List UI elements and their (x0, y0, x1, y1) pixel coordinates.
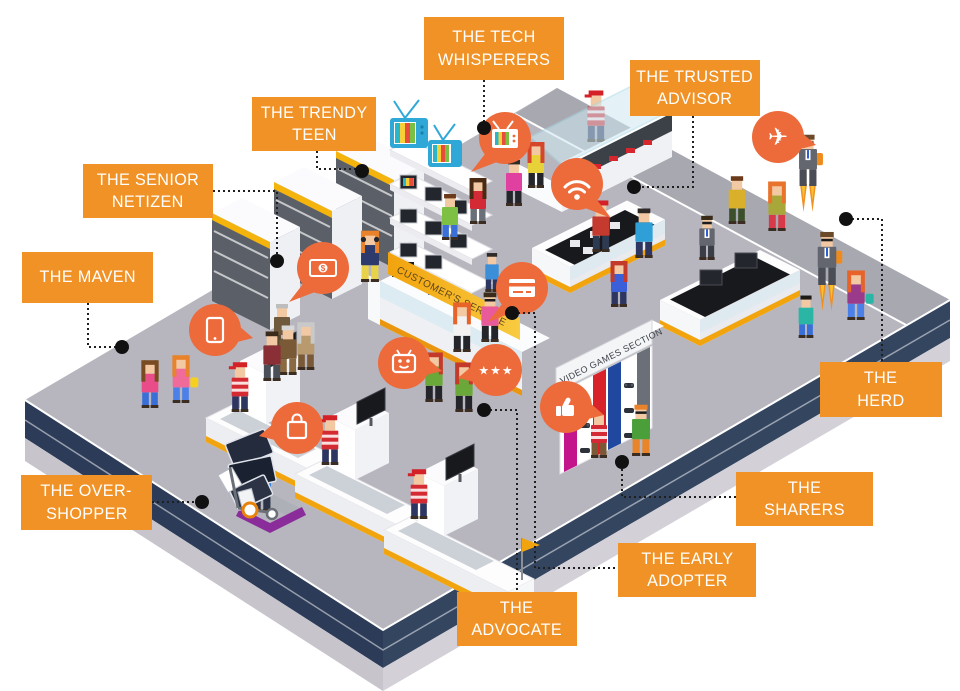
hand-bag (865, 293, 874, 304)
cap (588, 90, 604, 96)
person-maven-girl-2 (172, 355, 199, 403)
jetpack (835, 250, 843, 264)
leader-dot-early-adopter (505, 306, 519, 320)
leader-line-herd (852, 218, 883, 362)
leader-line-trendy-teen (316, 151, 356, 170)
leader-dot-trendy-teen (355, 164, 369, 178)
svg-text:✈: ✈ (768, 123, 788, 151)
headphones (360, 236, 367, 243)
cap (322, 415, 338, 421)
person-tv-browser-2 (469, 178, 487, 224)
person-senior-netizen-woman (297, 322, 315, 370)
person-herd-girl (768, 181, 786, 231)
svg-text:$: $ (321, 264, 326, 273)
leader-dot-senior-netizen (270, 254, 284, 268)
person-cashier-3 (407, 469, 428, 519)
credit-card-icon (488, 262, 548, 322)
glasses (635, 411, 647, 414)
jetpack (815, 153, 823, 166)
overloaded-trolley (217, 428, 279, 521)
person-cashier-2 (318, 415, 339, 465)
glasses (821, 238, 833, 242)
glasses (484, 298, 496, 302)
leader-line-senior-netizen (213, 190, 278, 255)
leader-dot-trusted-advisor (627, 180, 641, 194)
person-herd-flyer-1 (799, 134, 823, 212)
person-sharer-hoodie-guy (632, 404, 650, 456)
airplane-icon: ✈ (752, 111, 816, 163)
person-herd-boy (728, 176, 746, 224)
hand-bag (190, 377, 199, 388)
person-kid-backpack (485, 253, 499, 292)
person-laptop-demo-woman (453, 302, 471, 352)
person-advised-customer (635, 208, 653, 258)
register-monitor (445, 443, 475, 481)
person-cashier-1 (228, 362, 249, 412)
cap (232, 362, 248, 368)
laptop-display-counter (660, 250, 800, 346)
person-trendy-teen (360, 230, 380, 282)
tablet-icon (189, 304, 253, 356)
person-early-adopter-hipster (481, 292, 499, 342)
leader-dot-maven (115, 340, 129, 354)
register-monitor (356, 387, 386, 425)
person-herd-flyer-2 (817, 231, 843, 311)
leader-dot-sharers (615, 455, 629, 469)
leader-dot-over-shopper (195, 495, 209, 509)
cap (593, 200, 609, 206)
person-maven-girl-1 (141, 360, 159, 408)
shopping-bag-icon (259, 402, 323, 454)
retro-tv-sets (390, 99, 462, 167)
person-kid-teal (798, 295, 814, 338)
leader-line-advocate (490, 409, 518, 592)
smiley-tv-icon (378, 337, 442, 389)
fixtures: CUSTOMER'S SERVICE VIDEO GAMES SECTION (204, 81, 800, 616)
person-herd-redhead (847, 270, 874, 320)
svg-text:★★★: ★★★ (478, 364, 513, 378)
person-appliance-staff (263, 331, 281, 381)
checkout-lane (382, 443, 540, 616)
lane-flag (522, 538, 540, 552)
person-tech-whisperer-2 (506, 160, 522, 206)
leader-dot-herd (839, 212, 853, 226)
cash-icon: $ (289, 242, 349, 302)
person-counter-assistant (610, 261, 628, 307)
retro-tv-icon (471, 112, 531, 172)
cap (411, 469, 427, 475)
leader-line-trusted-advisor (641, 116, 694, 188)
person-tv-browser-1 (442, 194, 458, 240)
wifi-icon (551, 158, 611, 218)
thumbs-up-icon (540, 381, 604, 433)
person-senior-netizen-man (279, 325, 297, 375)
person-tech-whisperer-1 (527, 142, 545, 188)
leader-dot-tech-whisperers (477, 121, 491, 135)
glasses (702, 221, 712, 225)
leader-dot-advocate (477, 403, 491, 417)
person-herd-man (699, 215, 715, 260)
leader-line-maven (87, 303, 116, 348)
rating-stars-icon: ★★★ (458, 344, 522, 396)
